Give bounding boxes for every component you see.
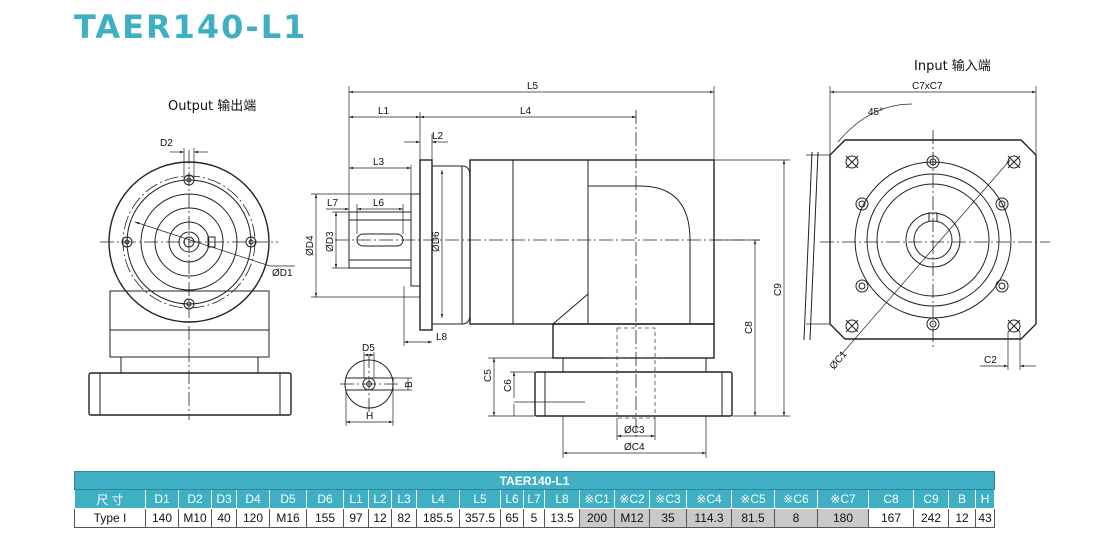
table-cell: Type I	[74, 508, 146, 528]
table-cell: 155	[306, 508, 344, 528]
table-title: TAER140-L1	[74, 471, 995, 490]
table-cell: 242	[913, 508, 949, 528]
table-header-cell: 尺 寸	[74, 489, 146, 509]
table-cell: 40	[211, 508, 237, 528]
table-cell: 12	[948, 508, 976, 528]
label-c2: C2	[984, 355, 997, 366]
table-header-cell: D3	[211, 489, 237, 509]
label-l2: L2	[432, 131, 444, 142]
table-header-cell: L2	[368, 489, 392, 509]
table-header-cell: ※C4	[686, 489, 732, 509]
label-c4: ØC4	[624, 442, 645, 453]
table-cell: 35	[649, 508, 687, 528]
table-header-cell: ※C2	[614, 489, 650, 509]
label-c8: C8	[744, 321, 755, 334]
table-header-cell: D4	[236, 489, 270, 509]
table-header-cell: ※C3	[649, 489, 687, 509]
table-cell: 120	[236, 508, 270, 528]
table-header-cell: C9	[913, 489, 949, 509]
table-header-cell: ※C6	[774, 489, 818, 509]
label-d2: D2	[160, 138, 173, 149]
table-cell: 82	[391, 508, 417, 528]
table-header-cell: ※C7	[817, 489, 869, 509]
label-l3: L3	[373, 157, 385, 168]
label-c7: C7xC7	[912, 81, 943, 92]
table-cell: 200	[579, 508, 615, 528]
table-cell: 13.5	[544, 508, 580, 528]
label-c6: C6	[503, 379, 514, 392]
table-cell: M12	[614, 508, 650, 528]
table-cell: M10	[178, 508, 212, 528]
input-flange-view: C7xC7 45° ØC1 C2	[803, 81, 1050, 372]
table-header-cell: D5	[269, 489, 307, 509]
label-d3: ØD3	[325, 231, 336, 252]
table-header-cell: D1	[145, 489, 179, 509]
table-header-cell: L7	[523, 489, 545, 509]
label-d4: ØD4	[305, 235, 316, 256]
table-header-cell: C8	[868, 489, 914, 509]
label-c5: C5	[483, 369, 494, 382]
page-title: TAER140-L1	[74, 8, 308, 46]
table-header-cell: D2	[178, 489, 212, 509]
label-c9: C9	[773, 283, 784, 296]
table-cell: 140	[145, 508, 179, 528]
table-header-cell: L4	[416, 489, 460, 509]
table-cell: 185.5	[416, 508, 460, 528]
label-d1: ØD1	[272, 268, 293, 279]
table-cell: 180	[817, 508, 869, 528]
label-c1: ØC1	[828, 349, 850, 372]
table-header-cell: L1	[343, 489, 369, 509]
output-flange-view: D2 ØD1	[88, 138, 295, 420]
label-d6: ØD6	[431, 231, 442, 252]
label-l7: L7	[327, 198, 339, 209]
table-cell: M16	[269, 508, 307, 528]
table-cell: 167	[868, 508, 914, 528]
table-cell: 81.5	[731, 508, 775, 528]
table-cell: 8	[774, 508, 818, 528]
table-header-cell: L6	[500, 489, 524, 509]
table-header-cell: B	[948, 489, 976, 509]
side-view: L5 L1 L4 L2 L3 L6 L7 ØD4 ØD3 ØD6 L8	[305, 81, 790, 458]
label-c3: ØC3	[624, 425, 645, 436]
shaft-section-view: D5 B H	[340, 343, 415, 426]
label-angle: 45°	[868, 107, 883, 118]
table-header-cell: L3	[391, 489, 417, 509]
table-cell: 12	[368, 508, 392, 528]
table-header-cell: L5	[459, 489, 501, 509]
label-l8: L8	[436, 332, 448, 343]
label-b: B	[404, 381, 415, 388]
table-header-cell: H	[975, 489, 995, 509]
technical-drawing: Output 输出端 Input 输入端 D2	[88, 58, 1050, 458]
label-l5: L5	[527, 81, 539, 92]
table-cell: 357.5	[459, 508, 501, 528]
label-l6: L6	[373, 198, 385, 209]
table-cell: 43	[975, 508, 995, 528]
output-caption: Output 输出端	[168, 98, 256, 114]
table-cell: 5	[523, 508, 545, 528]
table-header-cell: D6	[306, 489, 344, 509]
table-header-cell: L8	[544, 489, 580, 509]
table-cell: 114.3	[686, 508, 732, 528]
label-l1: L1	[378, 106, 390, 117]
table-header-cell: ※C1	[579, 489, 615, 509]
label-l4: L4	[520, 106, 532, 117]
label-d5: D5	[362, 343, 375, 354]
table-title-row: TAER140-L1	[74, 471, 995, 490]
table-cell: 97	[343, 508, 369, 528]
table-cell: 65	[500, 508, 524, 528]
table-header-cell: ※C5	[731, 489, 775, 509]
input-caption: Input 输入端	[914, 58, 991, 74]
label-h: H	[366, 411, 373, 422]
